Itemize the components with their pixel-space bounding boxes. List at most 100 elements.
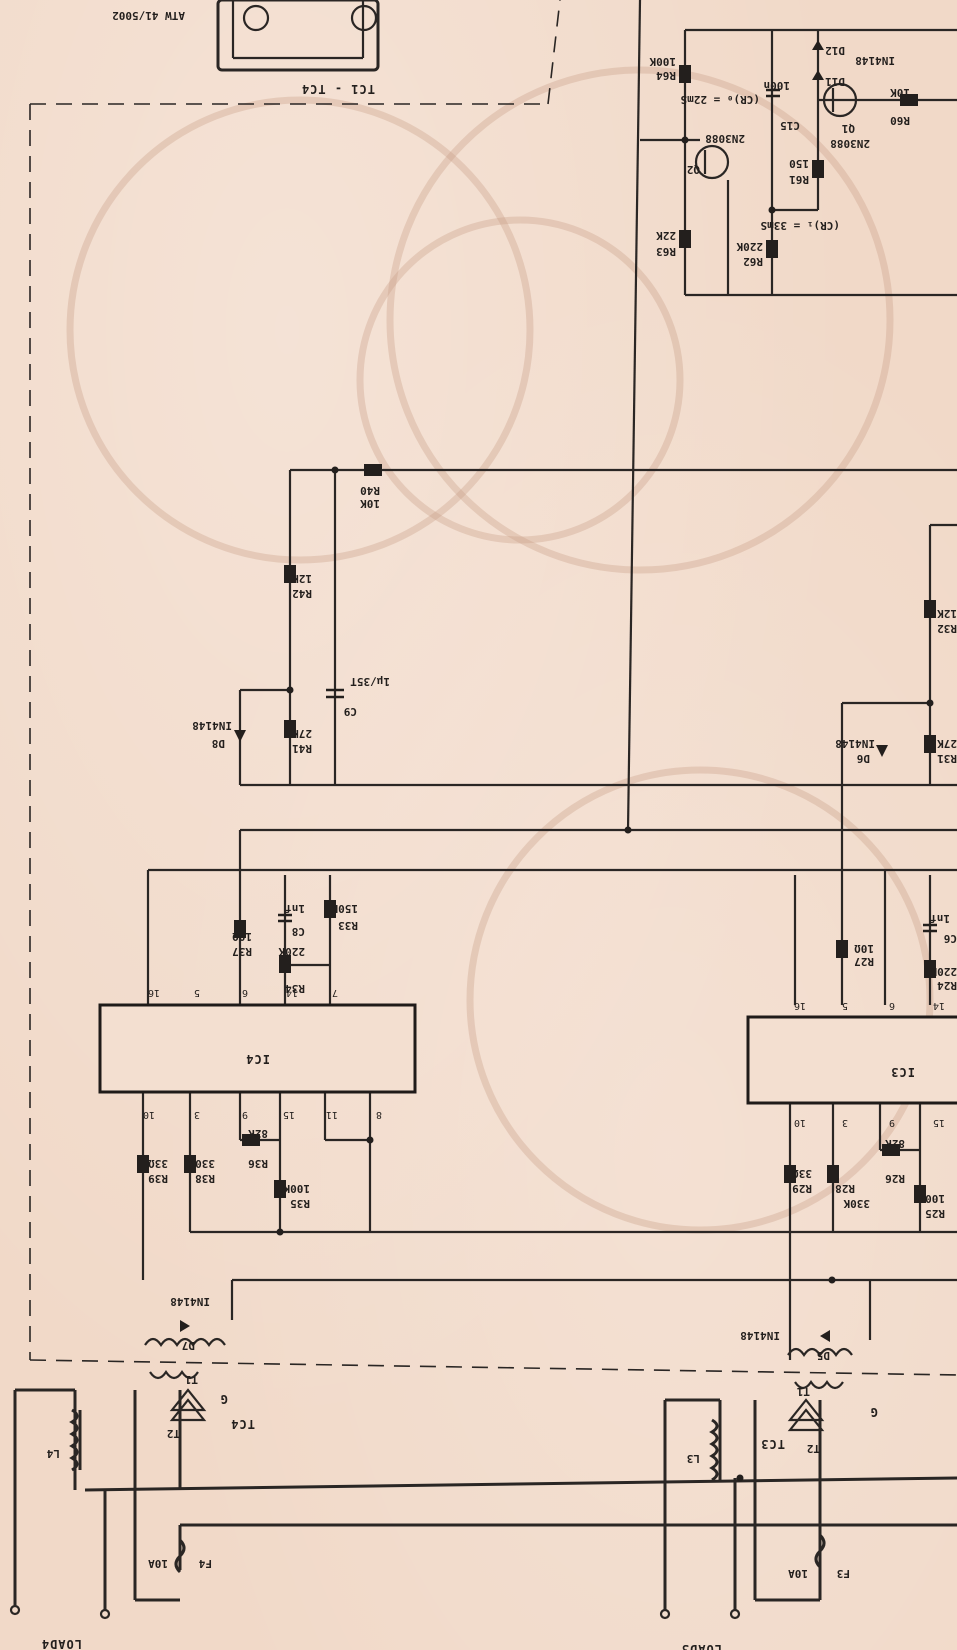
diode-part: IN4148 (740, 1329, 780, 1342)
connector-block (216, 0, 380, 72)
ic4-pin: 8 (376, 1109, 382, 1120)
timing-note: (CR)₁ = 33mS (761, 219, 840, 232)
load-terminals (9, 1604, 741, 1620)
fuse-ref: F4 (198, 1557, 212, 1570)
ic4-pin: 11 (326, 1109, 338, 1120)
resistor-value: 220K (930, 965, 957, 978)
resistor-ref: R35 (290, 1197, 310, 1210)
load-label: LOAD4 (41, 1637, 82, 1650)
fuse-value: 10A (148, 1557, 168, 1570)
resistor-ref: R37 (232, 945, 252, 958)
capacitor-value: 100n (764, 79, 791, 92)
connector-label: TC1 - TC4 (301, 82, 375, 96)
diode-ref: D11 (825, 75, 845, 88)
transistor-ref: Q1 (841, 122, 855, 135)
diode-part: IN4148 (192, 719, 232, 732)
resistor-value: 220K (736, 240, 763, 253)
ic3-pin: 3 (842, 1117, 848, 1128)
triac-ref: TC4 (230, 1417, 255, 1431)
resistor-ref: R63 (656, 245, 676, 258)
ic3-label: IC3 (890, 1065, 915, 1079)
resistor-ref: R39 (148, 1172, 168, 1185)
resistor-ref: R64 (656, 69, 676, 82)
resistor-ref: R32 (937, 622, 957, 635)
diode-ref: D12 (825, 44, 845, 57)
diode-part: IN4148 (835, 737, 875, 750)
labels: ATW 41/5002 TC1 - TC4 IC4 IC3 16 5 6 14 … (41, 9, 957, 1650)
diode-part: IN4148 (170, 1295, 210, 1308)
diode-ref: D6 (856, 752, 870, 765)
capacitor-ref: C9 (344, 705, 357, 718)
resistor-value: 150 (789, 157, 809, 170)
capacitor-ref: C6 (943, 932, 957, 945)
capacitor-ref: C8 (292, 925, 305, 938)
timing-note: (CR)₀ = 22mS (681, 93, 760, 106)
resistor-ref: R36 (248, 1157, 268, 1170)
wires (13, 0, 957, 1610)
ic4-pin: 5 (194, 987, 200, 998)
ic3-pin: 16 (794, 1000, 806, 1011)
resistor-value: 33Ω (148, 1157, 168, 1170)
resistor-value: 82K (885, 1137, 905, 1150)
resistor-ref: R33 (338, 919, 358, 932)
triac-gate: G (870, 1405, 878, 1419)
ic4-pin: 15 (283, 1109, 295, 1120)
capacitor-value: 1nf (930, 912, 950, 925)
fuse-ref: F3 (837, 1567, 850, 1580)
board-outline (29, 0, 957, 1376)
capacitor-ref: C15 (780, 119, 800, 132)
resistor-value: 22K (656, 229, 676, 242)
ic4-pin: 10 (143, 1109, 155, 1120)
transistor-ref: Q2 (687, 163, 700, 176)
transistor-part: 2N3088 (705, 132, 745, 145)
resistor-value: 330K (843, 1197, 870, 1210)
diode-ref: D7 (182, 1339, 195, 1352)
resistor-value: 220K (278, 945, 305, 958)
fuse-symbols (174, 1533, 826, 1574)
ic3-pin: 15 (933, 1117, 945, 1128)
triac-gate: G (220, 1392, 228, 1406)
diode-part: IN4148 (855, 54, 895, 67)
triac-t1: T1 (184, 1373, 198, 1386)
ic3-pin: 5 (842, 1000, 848, 1011)
ic4-pin: 7 (332, 987, 338, 998)
resistor-ref: R27 (854, 955, 874, 968)
load-label: LOAD3 (681, 1642, 722, 1650)
diode-ref: D8 (212, 737, 225, 750)
capacitor-value: 1nf (285, 902, 305, 915)
resistor-symbols (137, 65, 936, 1203)
connector-hole-right (350, 4, 378, 32)
triac-ref: TC3 (760, 1437, 785, 1451)
resistor-ref: R29 (792, 1182, 812, 1195)
ic3-pin: 9 (889, 1117, 895, 1128)
ic4-pin: 9 (242, 1109, 248, 1120)
fuse-value: 10A (788, 1567, 808, 1580)
resistor-value: 27K (292, 727, 312, 740)
resistor-ref: R38 (195, 1172, 215, 1185)
inductor-ref: L4 (46, 1447, 60, 1460)
resistor-ref: R34 (285, 982, 305, 995)
resistor-value: 27K (937, 737, 957, 750)
ic4-label: IC4 (245, 1052, 270, 1066)
capacitor-value: 1µ/35T (350, 675, 390, 688)
resistor-value: 10Ω (854, 942, 874, 955)
resistor-ref: R26 (885, 1172, 905, 1185)
ic4-pin: 16 (148, 987, 160, 998)
resistor-value: 150K (331, 902, 358, 915)
junctions (276, 136, 934, 1482)
triac-symbols (144, 1337, 853, 1432)
ic3-pin: 14 (933, 1000, 945, 1011)
inductor-ref: L3 (687, 1452, 700, 1465)
resistor-ref: R31 (937, 752, 957, 765)
triac-t2: T2 (807, 1442, 820, 1455)
resistor-ref: R25 (925, 1207, 945, 1220)
ic3-package (746, 1015, 957, 1105)
capacitor-symbols (278, 88, 937, 933)
resistor-ref: R41 (292, 742, 312, 755)
resistor-value: 12K (292, 572, 312, 585)
ic3-pin: 6 (889, 1000, 895, 1011)
resistor-value: 100K (283, 1182, 310, 1195)
resistor-ref: R28 (835, 1182, 855, 1195)
